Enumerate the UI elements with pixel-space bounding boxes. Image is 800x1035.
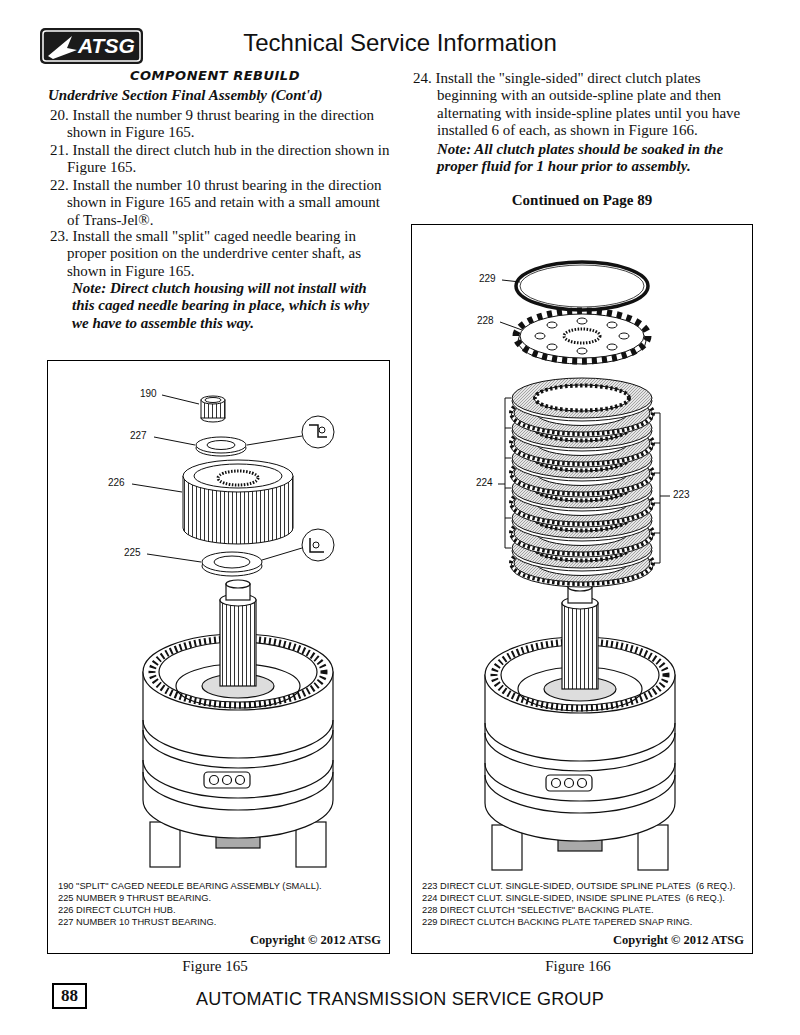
parts-legend-line: 228 DIRECT CLUTCH "SELECTIVE" BACKING PL… (422, 904, 744, 916)
figure-165-art (302, 416, 334, 448)
callout-number: 227 (130, 430, 147, 442)
figure-frame: 190 "SPLIT" CAGED NEEDLE BEARING ASSEMBL… (47, 360, 390, 954)
parts-legend-line: 224 DIRECT CLUT. SINGLE-SIDED, INSIDE SP… (422, 892, 744, 904)
figure-165-art (183, 460, 293, 492)
logo-badge-art (48, 36, 77, 59)
logo-badge-art (40, 28, 143, 64)
figure-165-art (132, 395, 334, 867)
figure-166-art (505, 398, 511, 548)
page-number: 88 (61, 986, 78, 1006)
figure-166-art (607, 344, 617, 350)
continued-note: Continued on Page 89 (480, 192, 684, 209)
figure-166-art (607, 322, 617, 328)
parts-legend-line: 225 NUMBER 9 THRUST BEARING. (58, 892, 381, 904)
figure-166-art (516, 262, 648, 310)
step-text: 20. Install the number 9 thrust bearing … (50, 107, 390, 142)
step-text: 22. Install the number 10 thrust bearing… (50, 177, 390, 229)
step-text: 24. Install the "single-sided" direct cl… (413, 70, 758, 139)
direct-clutch-housing (485, 583, 675, 870)
figure-166-art (547, 322, 557, 328)
figure-166-art (485, 262, 675, 870)
figure-165-art (147, 554, 201, 562)
callout-number: 228 (477, 315, 494, 327)
figure-166-art (619, 333, 629, 339)
section-subheading: Underdrive Section Final Assembly (Cont'… (48, 87, 322, 104)
figure-165-art (310, 538, 324, 552)
figure-165-art (196, 437, 246, 453)
parts-legend-line: 223 DIRECT CLUT. SINGLE-SIDED, OUTSIDE S… (422, 880, 744, 892)
figure-166-art (577, 318, 587, 324)
figure-166-art (520, 265, 644, 307)
figure-165-art (218, 471, 258, 485)
figure-165-art (207, 441, 235, 450)
figure-165-art (201, 396, 225, 404)
figure-166-art (535, 333, 545, 339)
logo-text: ATSG (78, 34, 135, 58)
step-text: 21. Install the direct clutch hub in the… (50, 142, 390, 177)
figure-165-art (262, 548, 302, 560)
parts-legend-line: 227 NUMBER 10 THRUST BEARING. (58, 916, 381, 928)
note-text: Note: Direct clutch housing will not ins… (72, 280, 384, 332)
figure-166-art (520, 314, 644, 358)
figure-165-art (309, 425, 327, 437)
figure-165-art (319, 427, 325, 433)
footer-text: AUTOMATIC TRANSMISSION SERVICE GROUP (150, 988, 650, 1010)
callout-number: 190 (140, 388, 157, 400)
parts-legend-line: 226 DIRECT CLUTCH HUB. (58, 904, 381, 916)
callout-number: 223 (673, 489, 690, 501)
figure-165-art (194, 464, 282, 488)
logo-badge-art (40, 28, 143, 64)
figure-165-art (247, 436, 302, 445)
note-text: Note: All clutch plates should be soaked… (437, 141, 767, 176)
callout-number: 229 (479, 273, 496, 285)
figure-165-art (205, 398, 221, 403)
copyright-text: Copyright © 2012 ATSG (422, 933, 744, 948)
figure-166-art (577, 348, 587, 354)
parts-legend-line: 229 DIRECT CLUTCH BACKING PLATE TAPERED … (422, 916, 744, 928)
figure-166-art (502, 280, 520, 282)
parts-legend-line: 190 "SPLIT" CAGED NEEDLE BEARING ASSEMBL… (58, 880, 381, 892)
figure-165-art (302, 529, 334, 561)
logo-badge: ATSG (40, 28, 143, 64)
direct-clutch-housing (143, 580, 333, 867)
section-heading: COMPONENT REBUILD (130, 68, 300, 84)
inside-spline-plate (512, 378, 652, 421)
figure-166-art (500, 322, 522, 330)
figure-165-art (162, 395, 199, 404)
figure-166-art (654, 413, 660, 563)
callout-number: 226 (108, 477, 125, 489)
page-title: Technical Service Information (150, 28, 650, 58)
callout-number: 225 (124, 547, 141, 559)
callout-number: 224 (476, 477, 493, 489)
page-number-box: 88 (52, 983, 87, 1009)
figure-caption: Figure 165 (160, 957, 270, 975)
figure-166-art (498, 484, 505, 485)
logo-badge-art (43, 31, 140, 61)
figure-165-art (202, 552, 262, 572)
figure-frame: 223 DIRECT CLUT. SINGLE-SIDED, OUTSIDE S… (411, 224, 753, 954)
step-text: 23. Install the small "split" caged need… (50, 228, 390, 280)
figure-165-art (154, 437, 195, 445)
figure-165-art (132, 484, 182, 492)
figure-165-art (214, 556, 250, 568)
figure-caption: Figure 166 (523, 957, 633, 975)
figure-166-art (547, 344, 557, 350)
figure-166-art (564, 329, 600, 343)
figure-165-art (313, 542, 319, 548)
figure-166-art (516, 311, 648, 361)
figure-166-art (660, 496, 670, 497)
copyright-text: Copyright © 2012 ATSG (58, 933, 381, 948)
